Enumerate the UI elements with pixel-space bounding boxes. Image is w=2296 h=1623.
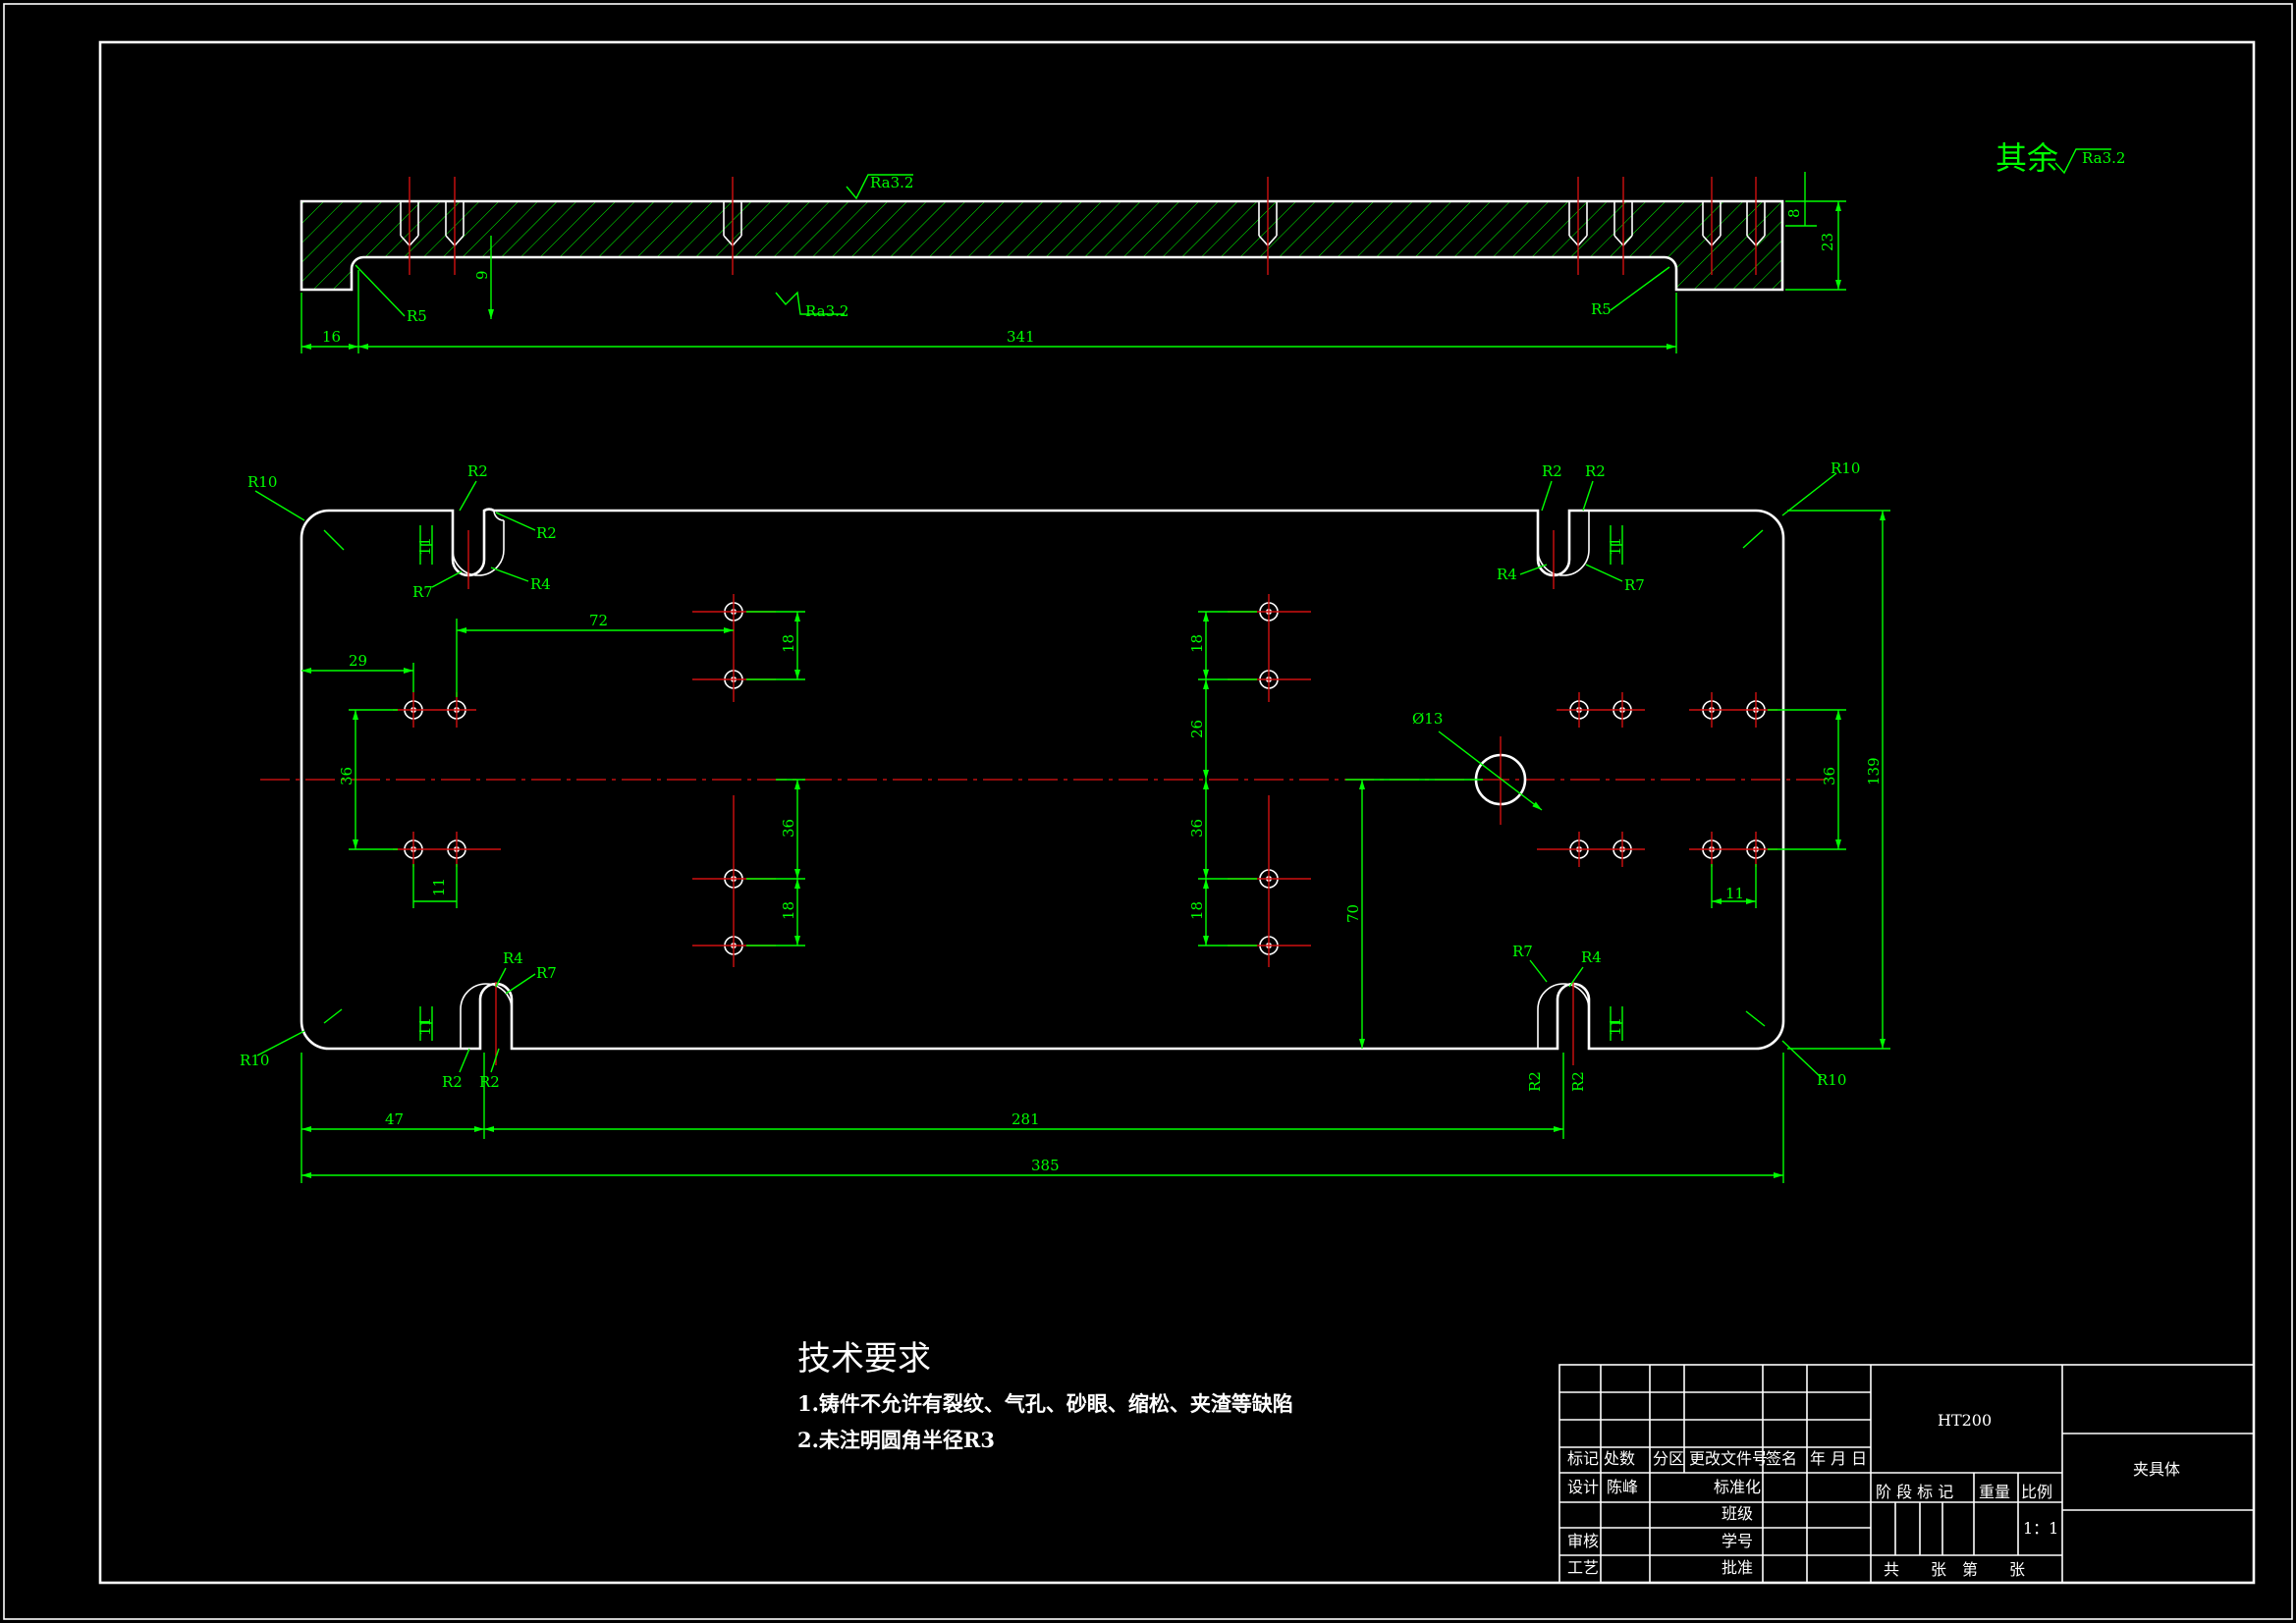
tb-scale: 1：1: [2023, 1519, 2058, 1538]
tb-scale-label: 比例: [2021, 1483, 2052, 1501]
tech-req-title: 技术要求: [797, 1339, 931, 1379]
tr-r7: R7: [1624, 576, 1645, 594]
dim-385: 385: [1031, 1157, 1060, 1174]
section-radius-left: R5: [407, 307, 427, 325]
dim-11-slot-bl: 11: [416, 1017, 434, 1036]
tr-r2a: R2: [1542, 462, 1562, 480]
dim-16: 16: [322, 328, 341, 346]
tb-standardize: 标准化: [1714, 1478, 1761, 1496]
general-finish-label: 其余: [1995, 139, 2058, 177]
section-finish-bottom: Ra3.2: [805, 302, 848, 320]
dim-18-a: 18: [780, 634, 797, 653]
dim-11-slot-tl: 11: [416, 537, 434, 556]
tr-r2b: R2: [1585, 462, 1606, 480]
tb-header-zone: 分区: [1653, 1449, 1684, 1468]
tb-class: 班级: [1722, 1504, 1753, 1523]
r10-bottom-left: R10: [240, 1052, 269, 1069]
dim-70: 70: [1344, 904, 1362, 923]
br-r4: R4: [1581, 948, 1602, 966]
dim-139: 139: [1865, 757, 1883, 785]
dim-281: 281: [1011, 1110, 1040, 1128]
tb-material: HT200: [1938, 1411, 1992, 1430]
tb-header-sign: 签名: [1766, 1449, 1797, 1468]
dim-18-d: 18: [1188, 901, 1206, 920]
dim-11-bottom-left: 11: [430, 878, 448, 896]
tb-approve: 批准: [1722, 1558, 1753, 1577]
technical-requirements: 技术要求 1.铸件不允许有裂纹、气孔、砂眼、缩松、夹渣等缺陷 2.未注明圆角半径…: [797, 1339, 1293, 1452]
r10-bottom-right: R10: [1817, 1071, 1846, 1089]
inner-border: [98, 40, 2256, 1585]
bl-r4: R4: [503, 949, 523, 967]
tb-sheets: 共 张 第 张: [1884, 1560, 2025, 1579]
dim-11-slot-tr: 11: [1607, 537, 1624, 556]
tb-stage: 阶 段 标 记: [1876, 1483, 1953, 1501]
dim-36-b: 36: [780, 819, 797, 838]
tech-req-item-2: 2.未注明圆角半径R3: [797, 1428, 995, 1452]
dim-9: 9: [473, 270, 491, 280]
dim-29: 29: [349, 652, 367, 670]
dim-23: 23: [1819, 233, 1836, 251]
outer-border: [3, 3, 2293, 1620]
tb-designer: 陈峰: [1607, 1478, 1638, 1496]
dim-dia-13: Ø13: [1412, 710, 1443, 728]
bl-r2a: R2: [442, 1073, 463, 1091]
tb-part-name: 夹具体: [2133, 1460, 2180, 1479]
tb-process: 工艺: [1567, 1558, 1599, 1577]
r10-top-left: R10: [247, 473, 277, 491]
br-r7: R7: [1512, 943, 1533, 960]
plan-view: R10 R10 R10 R10 R2 R2 R7 R4 R2 R2 R4 R7 …: [240, 460, 1890, 1183]
dim-36-left: 36: [338, 767, 355, 785]
tl-r2a: R2: [467, 462, 488, 480]
tb-student-no: 学号: [1722, 1532, 1753, 1550]
general-finish-value: Ra3.2: [2082, 149, 2125, 167]
dim-11-slot-br: 11: [1607, 1017, 1624, 1036]
section-radius-right: R5: [1591, 300, 1612, 318]
tb-header-change-doc: 更改文件号: [1689, 1449, 1768, 1468]
dim-341: 341: [1007, 328, 1035, 346]
section-view: Ra3.2 Ra3.2 R5 R5 16 341 9 8 23: [300, 172, 1846, 353]
tb-header-count: 处数: [1604, 1449, 1635, 1468]
tb-header-mark: 标记: [1567, 1449, 1599, 1468]
br-r2b: R2: [1569, 1071, 1587, 1092]
dim-18-b: 18: [780, 901, 797, 920]
title-block: 标记 处数 分区 更改文件号 签名 年 月 日 设计 陈峰 标准化 班级 审核 …: [1558, 1364, 2255, 1584]
dim-8: 8: [1785, 208, 1803, 218]
tl-r4: R4: [530, 575, 551, 593]
tr-r4: R4: [1497, 566, 1517, 583]
tb-design: 设计: [1567, 1478, 1599, 1496]
plate-outline: [300, 508, 1785, 1051]
dim-36-right: 36: [1821, 767, 1838, 785]
dim-72: 72: [589, 612, 608, 629]
dim-36-c: 36: [1188, 819, 1206, 838]
tl-r7: R7: [412, 583, 433, 601]
bl-r7: R7: [536, 964, 557, 982]
tb-weight: 重量: [1979, 1483, 2010, 1501]
dim-26: 26: [1188, 720, 1206, 738]
dim-47: 47: [385, 1110, 404, 1128]
r10-top-right: R10: [1831, 460, 1860, 477]
tb-header-date: 年 月 日: [1810, 1449, 1867, 1468]
dim-18-c: 18: [1188, 634, 1206, 653]
bl-r2b: R2: [479, 1073, 500, 1091]
holes: [393, 530, 1777, 1065]
tl-r2b: R2: [536, 524, 557, 542]
tech-req-item-1: 1.铸件不允许有裂纹、气孔、砂眼、缩松、夹渣等缺陷: [797, 1391, 1293, 1416]
br-r2a: R2: [1526, 1071, 1544, 1092]
tb-review: 审核: [1567, 1532, 1599, 1550]
general-surface-finish: 其余 Ra3.2: [1995, 139, 2125, 177]
section-finish-top: Ra3.2: [870, 174, 913, 191]
dim-11-bottom-right: 11: [1725, 885, 1744, 902]
